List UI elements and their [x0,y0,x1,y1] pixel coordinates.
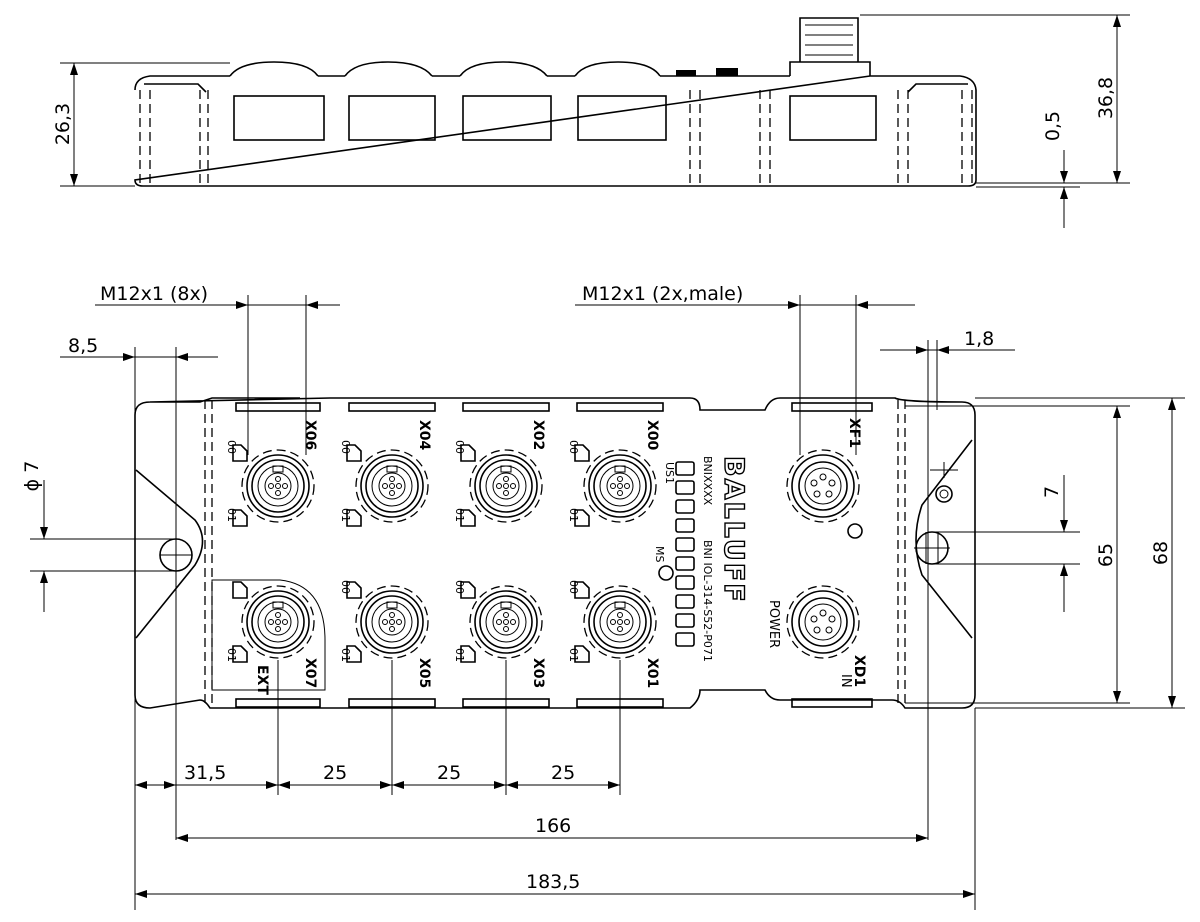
pin-label-00: 00 [453,440,466,454]
pin-label-00: 00 [339,580,352,594]
pin-label-00: 00 [339,440,352,454]
dim-edge: 8,5 [68,335,98,357]
dim-outer-height: 68 [1150,541,1172,565]
in-label: IN [838,674,853,688]
label-m12-8x: M12x1 (8x) [100,283,208,305]
port-x02: X02 [530,420,546,450]
side-view [60,14,1130,228]
dim-pitch-1: 25 [323,762,347,784]
dim-pitch-3: 25 [551,762,575,784]
top-dimensions [30,295,1185,910]
brand-logo: BALLUFF [718,456,749,604]
pin-label-01: 01 [567,648,580,662]
dim-height-side: 26,3 [52,103,74,145]
led-label-us1: US1 [663,462,676,484]
dim-hole: ϕ 7 [21,461,43,492]
pin-label-00: 00 [225,440,238,454]
dim-right: 1,8 [964,328,994,350]
pin-label-01: 01 [453,648,466,662]
dim-gap-side: 0,5 [1042,111,1064,141]
pin-label-01: 01 [225,508,238,522]
pin-label-01: 01 [339,508,352,522]
port-x01: X01 [644,658,660,688]
port-x00: X00 [644,420,660,451]
led-label-ms: MS [653,546,666,562]
port-x03: X03 [530,658,546,688]
ext-label: EXT [254,665,270,695]
dim-pitch-2: 25 [437,762,461,784]
pin-label-01: 01 [225,648,238,662]
pin-label-00: 00 [453,580,466,594]
dim-hole-spacing: 166 [535,815,571,837]
dim-inner-height: 65 [1095,543,1117,567]
power-label: POWER [766,600,781,648]
port-xd1: XD1 [851,655,867,687]
pin-label-01: 01 [453,508,466,522]
model-short: BNIXXXX [701,456,714,506]
pin-label-00: 00 [567,440,580,454]
port-x05: X05 [416,658,432,688]
model-code: BNI IOL-314-S52-P071 [701,540,714,662]
port-xf1: XF1 [846,418,862,448]
port-x07: X07 [302,658,318,688]
pin-label-01: 01 [567,508,580,522]
port-x06: X06 [302,420,318,450]
dim-slot: 7 [1041,486,1063,498]
dim-total-height-side: 36,8 [1095,77,1117,119]
label-m12-2x: M12x1 (2x,male) [582,283,743,305]
dim-total-length: 183,5 [526,871,580,893]
pin-label-01: 01 [339,648,352,662]
pin-label-00: 00 [567,580,580,594]
port-x04: X04 [416,420,432,451]
dim-first-port: 31,5 [184,762,226,784]
